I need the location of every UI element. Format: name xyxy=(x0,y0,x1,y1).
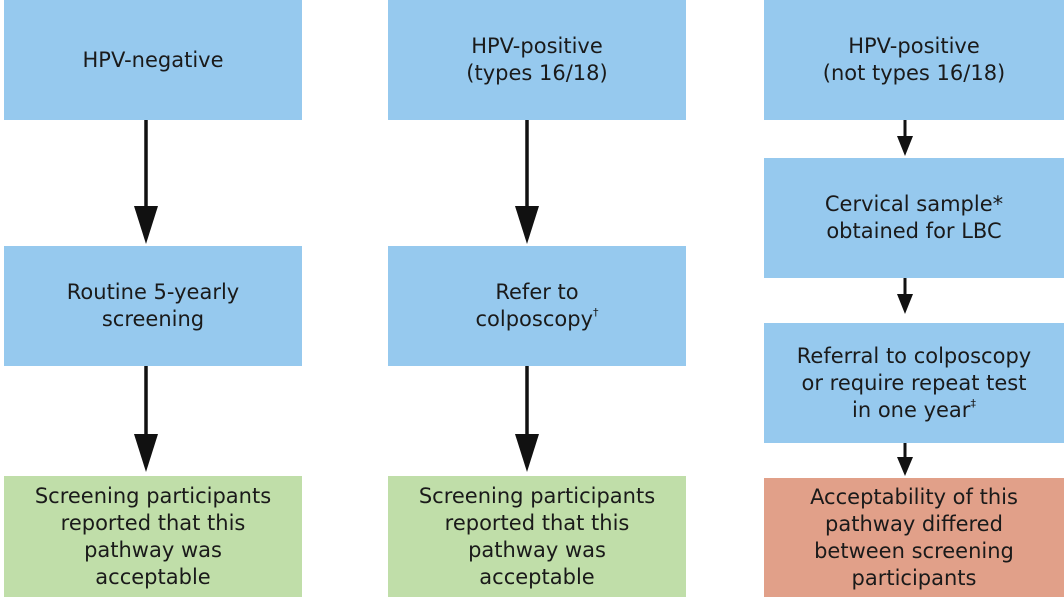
box-text-line: reported that this xyxy=(444,510,630,535)
arrow-routine-to-outcome xyxy=(134,366,158,472)
hpv-negative-box: HPV-negative xyxy=(4,0,302,120)
referral-repeat-test-box: Referral to colposcopy or require repeat… xyxy=(764,323,1064,443)
box-text-line: colposcopy xyxy=(475,307,594,331)
box-text-line: acceptable xyxy=(95,564,211,589)
box-text-line: Referral to colposcopy xyxy=(796,343,1032,368)
box-text-line: pathway was xyxy=(84,537,222,562)
box-text-line: Screening participants xyxy=(418,483,656,508)
box-text-line: pathway was xyxy=(468,537,606,562)
box-text-line: between screening xyxy=(814,538,1014,563)
refer-colposcopy-box: Refer to colposcopy† xyxy=(388,246,686,366)
box-text-line: acceptable xyxy=(479,564,595,589)
box-text-line: (not types 16/18) xyxy=(822,61,1006,85)
outcome-differed-box: Acceptability of this pathway differed b… xyxy=(764,478,1064,597)
footnote-double-dagger: ‡ xyxy=(970,396,976,410)
box-text-line: reported that this xyxy=(60,510,246,535)
box-text-line: HPV-positive xyxy=(848,34,980,58)
arrow-hpv-negative-to-routine xyxy=(134,120,158,244)
hpv-positive-other-box: HPV-positive (not types 16/18) xyxy=(764,0,1064,120)
box-text-line: or require repeat test xyxy=(801,370,1027,395)
arrow-cervical-sample-to-referral xyxy=(897,278,913,314)
cervical-sample-box: Cervical sample* obtained for LBC xyxy=(764,158,1064,278)
box-text-line: pathway differed xyxy=(825,511,1003,536)
box-text-line: HPV-negative xyxy=(82,47,224,72)
arrow-colposcopy-to-outcome xyxy=(515,366,539,472)
box-text-line: screening xyxy=(101,307,205,331)
box-text-line: (types 16/18) xyxy=(466,61,608,85)
routine-screening-box: Routine 5-yearly screening xyxy=(4,246,302,366)
box-text-line: colposcopy† xyxy=(476,306,599,333)
box-text-line: Screening participants xyxy=(34,483,272,508)
arrow-referral-to-outcome xyxy=(897,443,913,476)
outcome-acceptable-box-1: Screening participants reported that thi… xyxy=(4,476,302,597)
box-text-line: participants xyxy=(851,565,977,590)
footnote-dagger: † xyxy=(593,306,599,319)
box-text-line: in one year xyxy=(852,397,971,422)
hpv-positive-1618-box: HPV-positive (types 16/18) xyxy=(388,0,686,120)
box-text-line: obtained for LBC xyxy=(826,219,1002,243)
box-text-line: HPV-positive xyxy=(471,34,603,58)
box-text-line: in one year‡ xyxy=(797,397,1031,424)
box-text-line: Cervical sample* xyxy=(824,192,1004,216)
outcome-acceptable-box-2: Screening participants reported that thi… xyxy=(388,476,686,597)
arrow-hpv-other-to-cervical-sample xyxy=(897,120,913,156)
box-text-line: Routine 5-yearly xyxy=(66,280,240,304)
arrow-hpv-1618-to-colposcopy xyxy=(515,120,539,244)
box-text-line: Acceptability of this xyxy=(810,484,1018,509)
box-text-line: Refer to xyxy=(495,280,579,304)
